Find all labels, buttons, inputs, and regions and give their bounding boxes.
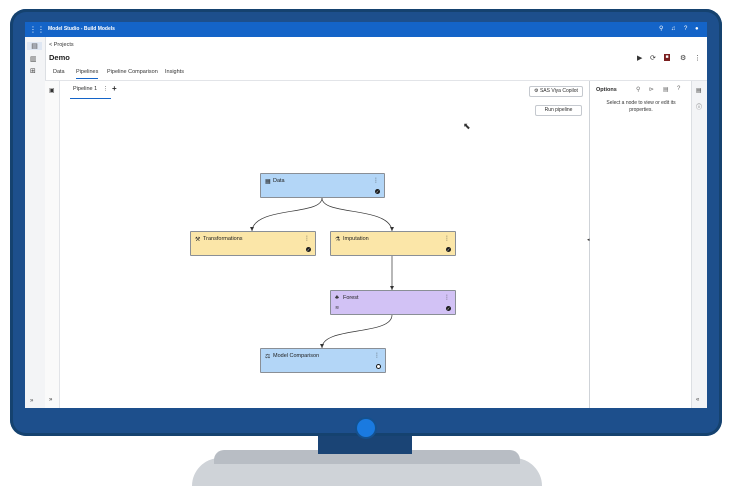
pipeline-canvas[interactable]: Pipeline 1 ⋮ + ⚙ SAS Viya Copilot Run pi… — [60, 81, 589, 408]
node-forest-status-icon: ✓ — [446, 306, 451, 311]
node-imputation[interactable]: ⚗ Imputation ⋮ ✓ — [330, 231, 456, 256]
node-transformations-status-icon: ✓ — [306, 247, 311, 252]
pipeline-tab-label: Pipeline 1 — [73, 86, 98, 92]
help-options-icon[interactable]: ? — [677, 86, 681, 92]
grid-icon[interactable]: ⋮⋮ — [29, 25, 45, 34]
more-icon[interactable]: ⋮ — [694, 55, 701, 62]
table-icon: ▦ — [265, 179, 271, 185]
tab-divider — [45, 80, 707, 81]
info-icon[interactable]: ⓘ — [696, 105, 703, 111]
node-imputation-status-icon: ✓ — [446, 247, 451, 252]
search-icon[interactable]: ⚲ — [659, 26, 664, 32]
options-title: Options — [596, 87, 617, 93]
stop-icon[interactable]: ■ — [664, 54, 670, 61]
breadcrumb[interactable]: < Projects — [49, 42, 74, 48]
link-data-transformations — [251, 197, 323, 232]
copilot-button[interactable]: ⚙ SAS Viya Copilot — [529, 86, 583, 97]
options-panel: ◂ Options ⚲ ⊳ ▤ ? Select a node to view … — [587, 81, 692, 408]
models-icon[interactable]: ▥ — [30, 56, 37, 63]
forest-icon: ♣ — [335, 295, 339, 301]
options-message: Select a node to view or edit its proper… — [606, 100, 676, 113]
pipeline-tab-more-icon[interactable]: ⋮ — [102, 86, 109, 92]
arrow-forest — [390, 286, 394, 290]
node-model-comparison-label: Model Comparison — [273, 353, 320, 359]
left-rail: ▤ ▥ ⊞ » — [25, 37, 46, 408]
node-forest-detail-icon: ≋ — [335, 305, 340, 311]
properties-icon[interactable]: ▤ — [696, 88, 702, 94]
node-transformations-label: Transformations — [203, 236, 243, 242]
right-rail: ▤ ⓘ « — [691, 81, 707, 408]
node-transformations-menu-icon[interactable]: ⋮ — [304, 236, 310, 242]
user-icon[interactable]: ● — [695, 26, 699, 32]
node-model-comparison-status-icon — [376, 364, 381, 369]
arrow-transformations — [250, 227, 254, 231]
expand-nodes-icon[interactable]: » — [49, 397, 53, 403]
app-title: Model Studio - Build Models — [48, 26, 115, 32]
node-forest-label: Forest — [343, 295, 359, 301]
collapse-options-icon[interactable]: ◂ — [587, 237, 590, 243]
expand-rail-icon[interactable]: » — [30, 398, 34, 404]
node-forest[interactable]: ♣ Forest ⋮ ≋ ✓ — [330, 290, 456, 315]
add-pipeline-button[interactable]: + — [112, 84, 117, 93]
pipeline-tab[interactable]: Pipeline 1 ⋮ — [70, 84, 112, 99]
node-data-status-icon: ✓ — [375, 189, 380, 194]
node-forest-menu-icon[interactable]: ⋮ — [444, 295, 450, 301]
projects-icon[interactable]: ▤ — [27, 42, 42, 50]
node-data-label: Data — [273, 178, 285, 184]
screen: ⋮⋮ Model Studio - Build Models ⚲ ♫ ? ● ▤… — [25, 22, 707, 408]
tab-pipeline-comparison[interactable]: Pipeline Comparison — [107, 69, 158, 75]
run-pipeline-button[interactable]: Run pipeline — [535, 105, 582, 116]
transform-icon: ⚒ — [195, 237, 201, 243]
imputation-icon: ⚗ — [335, 237, 341, 243]
cursor-icon: ⬉ — [463, 121, 471, 131]
arrow-imputation — [390, 227, 394, 231]
node-data-menu-icon[interactable]: ⋮ — [373, 178, 379, 184]
node-panel-icon[interactable]: ▣ — [49, 88, 55, 94]
collapse-right-icon[interactable]: « — [696, 397, 700, 403]
node-transformations[interactable]: ⚒ Transformations ⋮ ✓ — [190, 231, 316, 256]
monitor-stand-top — [214, 450, 520, 464]
copilot-icon: ⚙ — [534, 88, 540, 94]
node-model-comparison[interactable]: ⚖ Model Comparison ⋮ — [260, 348, 386, 373]
play-icon[interactable]: ▶ — [637, 55, 643, 62]
help-icon[interactable]: ? — [684, 26, 688, 32]
node-imputation-label: Imputation — [343, 236, 369, 242]
comparison-icon: ⚖ — [265, 354, 271, 360]
tab-data[interactable]: Data — [53, 69, 65, 75]
monitor-neck — [318, 432, 412, 454]
filter-icon[interactable]: ⊳ — [649, 87, 655, 93]
page-title: Demo — [49, 53, 70, 62]
node-model-comparison-menu-icon[interactable]: ⋮ — [374, 353, 380, 359]
top-bar: ⋮⋮ Model Studio - Build Models ⚲ ♫ ? ● — [25, 22, 707, 37]
refresh-icon[interactable]: ⟳ — [650, 55, 656, 62]
tab-pipelines[interactable]: Pipelines — [76, 69, 99, 79]
search-options-icon[interactable]: ⚲ — [636, 87, 641, 93]
tab-insights[interactable]: Insights — [165, 69, 184, 75]
copilot-label: SAS Viya Copilot — [539, 88, 578, 94]
node-data[interactable]: ▦ Data ⋮ ✓ — [260, 173, 385, 198]
pipeline-links — [250, 197, 394, 349]
power-button-icon — [357, 419, 375, 437]
arrow-comparison — [320, 344, 324, 348]
link-data-imputation — [321, 197, 393, 232]
link-forest-comparison — [321, 314, 393, 349]
node-imputation-menu-icon[interactable]: ⋮ — [444, 236, 450, 242]
settings-icon[interactable]: ⚙ — [680, 55, 687, 62]
pipelines-icon[interactable]: ⊞ — [30, 68, 36, 75]
canvas-left-rail: ▣ » — [45, 81, 60, 408]
bell-icon[interactable]: ♫ — [671, 26, 676, 32]
save-icon[interactable]: ▤ — [663, 87, 669, 93]
